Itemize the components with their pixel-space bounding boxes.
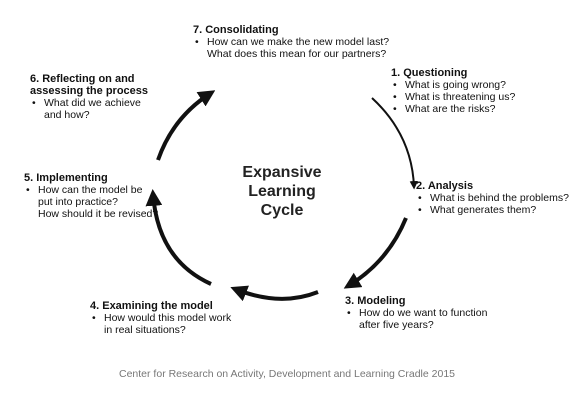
- arrow-modeling-to-examining: [230, 285, 319, 302]
- stage-reflecting: 6. Reflecting on and assessing the proce…: [30, 73, 160, 121]
- stage-bullet: How can the model be put into practice? …: [24, 184, 158, 220]
- cycle-title-line: Learning: [248, 183, 316, 200]
- cycle-title-line: Cycle: [260, 202, 304, 219]
- stage-examining: 4. Examining the model How would this mo…: [90, 300, 231, 336]
- stage-heading: 2. Analysis: [416, 180, 474, 192]
- stage-bullet: What is threatening us?: [391, 91, 515, 103]
- stage-heading: 3. Modeling: [345, 295, 406, 307]
- stage-bullet: What is going wrong?: [391, 79, 515, 91]
- arrow-examining-to-implementing: [145, 188, 212, 286]
- cycle-title-line: Expansive: [242, 164, 322, 181]
- stage-heading: 1. Questioning: [391, 67, 468, 79]
- stage-questioning: 1. Questioning What is going wrong? What…: [391, 67, 515, 115]
- stage-bullet: How would this model work in real situat…: [90, 312, 231, 336]
- stage-heading: 4. Examining the model: [90, 300, 213, 312]
- stage-consolidating: 7. Consolidating How can we make the new…: [193, 24, 389, 60]
- stage-bullet: What did we achieve and how?: [30, 97, 160, 121]
- stage-modeling: 3. Modeling How do we want to function a…: [345, 295, 487, 331]
- arrow-analysis-to-modeling: [343, 217, 408, 289]
- stage-heading: 6. Reflecting on and assessing the proce…: [30, 73, 149, 97]
- stage-bullet: What is behind the problems?: [416, 192, 569, 204]
- arrow-questioning-to-analysis: [371, 97, 418, 190]
- stage-heading: 7. Consolidating: [193, 24, 279, 36]
- footer-credit: Center for Research on Activity, Develop…: [119, 368, 455, 380]
- stage-bullet: What generates them?: [416, 204, 569, 216]
- stage-bullet: How do we want to function after five ye…: [345, 307, 487, 331]
- cycle-title: Expansive Learning Cycle: [212, 163, 352, 220]
- stage-bullet: What are the risks?: [391, 103, 515, 115]
- arrow-implementing-to-reflecting: [156, 90, 216, 161]
- stage-implementing: 5. Implementing How can the model be put…: [24, 172, 158, 220]
- stage-bullet: How can we make the new model last? What…: [193, 36, 389, 60]
- stage-heading: 5. Implementing: [24, 172, 108, 184]
- stage-analysis: 2. Analysis What is behind the problems?…: [416, 180, 569, 216]
